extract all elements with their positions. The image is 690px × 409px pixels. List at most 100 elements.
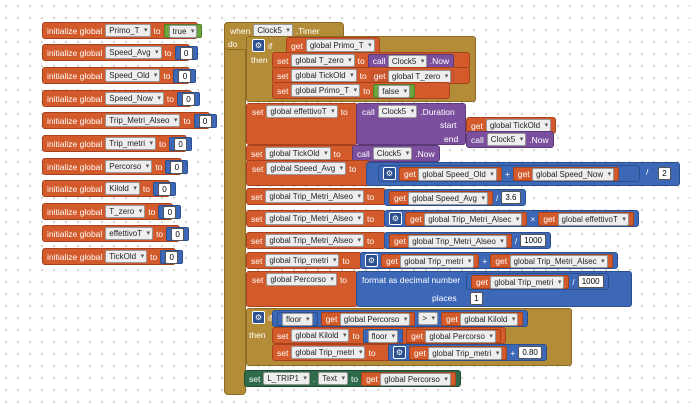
false-value[interactable]: false xyxy=(378,84,411,98)
get-trip-metri-alseo[interactable]: get global Trip_Metri_Alseo xyxy=(389,233,512,248)
init-global-primo-t[interactable]: initialize global Primo_T to true xyxy=(42,22,203,39)
number-1000[interactable]: 1000 xyxy=(520,234,546,247)
get-speed-now[interactable]: get global Speed_Now xyxy=(512,166,620,181)
init-global-effettivo-t[interactable]: initialize global effettivoT to 0 xyxy=(42,225,190,242)
component-dropdown[interactable]: Clock5 xyxy=(387,54,428,68)
var-dropdown[interactable]: global Primo_T xyxy=(305,39,375,52)
var-dropdown[interactable]: global Primo_T xyxy=(291,84,361,97)
mutator-gear-icon[interactable]: ⚙ xyxy=(383,167,396,180)
variable-name[interactable]: Trip_metri xyxy=(105,137,157,150)
get-trip-metri-alsec-2[interactable]: get global Trip_Metri_Alsec xyxy=(490,253,613,268)
math-divide-36[interactable]: get global Speed_Avg / 3.6 xyxy=(384,189,526,206)
variable-name[interactable]: Percorso xyxy=(105,160,153,173)
number-value[interactable]: 0 xyxy=(171,227,185,241)
get-trip-metri[interactable]: get global Trip_metri xyxy=(381,253,480,268)
number-value[interactable]: 0 xyxy=(198,114,212,128)
operator-dropdown[interactable]: > xyxy=(418,312,439,325)
init-global-tickold[interactable]: initialize global TickOld to 0 xyxy=(42,248,184,265)
component-dropdown[interactable]: L_TRIP1 xyxy=(263,372,310,385)
init-global-percorso[interactable]: initialize global Percorso to 0 xyxy=(42,158,189,175)
variable-name[interactable]: Trip_Metri_Alseo xyxy=(105,114,181,127)
math-add-speed[interactable]: ⚙ get global Speed_Old + get global Spee… xyxy=(378,165,640,182)
get-trip-metri-alsec[interactable]: get global Trip_Metri_Alsec xyxy=(405,211,528,226)
mutator-gear-icon[interactable]: ⚙ xyxy=(252,311,265,324)
var-dropdown[interactable]: global TickOld xyxy=(291,69,357,82)
var-dropdown[interactable]: global Percorso xyxy=(380,372,451,386)
init-global-trip-metri-alseo[interactable]: initialize global Trip_Metri_Alseo to 0 xyxy=(42,112,217,129)
variable-name[interactable]: Kilold xyxy=(105,182,140,195)
mutator-gear-icon[interactable]: ⚙ xyxy=(365,254,378,267)
number-value[interactable]: 0 xyxy=(170,160,184,174)
var-dropdown[interactable]: global Percorso xyxy=(339,312,411,326)
component-dropdown[interactable]: Clock5 xyxy=(372,147,413,160)
number-block[interactable]: 0 xyxy=(165,159,189,174)
variable-name[interactable]: effettivoT xyxy=(105,227,154,240)
init-global-speed-avg[interactable]: initialize global Speed_Avg to 0 xyxy=(42,44,198,61)
var-dropdown[interactable]: global Trip_metri xyxy=(291,346,366,359)
var-dropdown[interactable]: global Trip_Metri_Alsec xyxy=(509,254,608,268)
component-dropdown[interactable]: Clock5 xyxy=(486,133,527,146)
get-effettivo-t[interactable]: get global effettivoT xyxy=(538,211,634,226)
var-dropdown[interactable]: global T_zero xyxy=(387,69,452,83)
number-value[interactable]: 0 xyxy=(165,250,179,264)
var-dropdown[interactable]: global Speed_Avg xyxy=(266,162,347,175)
set-kilold[interactable]: set global Kilold to floor get global Pe… xyxy=(272,327,506,344)
variable-name[interactable]: T_zero xyxy=(105,205,146,218)
floor-block-2[interactable]: floor xyxy=(362,328,404,343)
var-dropdown[interactable]: global Trip_metri xyxy=(490,275,565,289)
var-dropdown[interactable]: global TickOld xyxy=(265,147,331,160)
init-global-speed-now[interactable]: initialize global Speed_Now to 0 xyxy=(42,90,200,107)
init-global-t-zero[interactable]: initialize global T_zero to 0 xyxy=(42,203,182,220)
var-dropdown[interactable]: global T_zero xyxy=(291,54,355,67)
get-percorso[interactable]: get global Percorso xyxy=(320,311,416,326)
variable-name[interactable]: Speed_Old xyxy=(105,69,161,82)
number-block[interactable]: 0 xyxy=(152,181,176,196)
var-dropdown[interactable]: global Trip_metri xyxy=(265,254,340,267)
get-tickold[interactable]: get global TickOld xyxy=(466,117,557,134)
number-block[interactable]: 0 xyxy=(160,249,184,264)
math-add-trip[interactable]: ⚙ get global Trip_metri + get global Tri… xyxy=(360,252,618,269)
floor-dropdown[interactable]: floor xyxy=(367,329,399,343)
var-dropdown[interactable]: global Trip_Metri_Alseo xyxy=(265,234,364,247)
init-global-speed-old[interactable]: initialize global Speed_Old to 0 xyxy=(42,67,197,84)
set-trip-metri-alseo-2[interactable]: set global Trip_Metri_Alseo to xyxy=(246,210,386,227)
var-dropdown[interactable]: global Percorso xyxy=(266,273,337,286)
component-dropdown[interactable]: Clock5 xyxy=(377,105,418,118)
get-trip-metri-3[interactable]: get global Trip_metri xyxy=(409,345,508,360)
set-t-zero[interactable]: set global T_zero to call Clock5 .Now xyxy=(272,52,470,69)
get-primo-t[interactable]: get global Primo_T xyxy=(286,37,380,54)
var-dropdown[interactable]: global Speed_Old xyxy=(418,167,497,181)
number-block[interactable]: 0 xyxy=(173,68,197,83)
true-value[interactable]: true xyxy=(168,24,198,38)
number-value[interactable]: 0 xyxy=(174,137,188,151)
get-kilold[interactable]: get global Kilold xyxy=(441,311,524,326)
call-clock5-now-2[interactable]: call Clock5 .Now xyxy=(352,145,440,162)
var-dropdown[interactable]: global Percorso xyxy=(425,329,496,343)
call-clock5-now-end[interactable]: call Clock5 .Now xyxy=(466,131,554,148)
mutator-gear-icon[interactable]: ⚙ xyxy=(393,346,406,359)
var-dropdown[interactable]: global effettivoT xyxy=(557,212,629,226)
number-3-6[interactable]: 3.6 xyxy=(501,191,521,204)
number-block[interactable]: 0 xyxy=(174,45,198,60)
math-add-trip-2[interactable]: ⚙ get global Trip_metri + 0.80 xyxy=(388,344,547,361)
get-percorso-3[interactable]: get global Percorso xyxy=(361,371,456,386)
number-0-80[interactable]: 0.80 xyxy=(518,346,542,359)
math-multiply[interactable]: ⚙ get global Trip_Metri_Alsec × get glob… xyxy=(384,210,639,227)
logic-false-block[interactable]: false xyxy=(373,83,416,98)
call-clock5-duration[interactable] xyxy=(356,103,466,145)
set-primo-t[interactable]: set global Primo_T to false xyxy=(272,82,450,99)
number-2[interactable]: 2 xyxy=(658,167,671,180)
init-global-trip-metri[interactable]: initialize global Trip_metri to 0 xyxy=(42,135,193,152)
var-dropdown[interactable]: global Trip_metri xyxy=(400,254,475,268)
event-block-clock5-timer[interactable] xyxy=(224,22,246,395)
floor-block[interactable]: floor xyxy=(277,311,318,326)
event-header[interactable]: when Clock5 .Timer xyxy=(226,22,346,39)
set-percorso[interactable] xyxy=(246,271,358,307)
number-value[interactable]: 0 xyxy=(157,182,171,196)
get-trip-metri-2[interactable]: get global Trip_metri xyxy=(471,274,570,289)
math-divide-trip[interactable]: get global Trip_metri / 1000 xyxy=(466,273,609,290)
get-t-zero[interactable]: get global T_zero xyxy=(369,69,456,83)
number-block[interactable]: 0 xyxy=(176,91,200,106)
var-dropdown[interactable]: global Trip_Metri_Alseo xyxy=(265,190,364,203)
number-block[interactable]: 0 xyxy=(158,204,182,219)
